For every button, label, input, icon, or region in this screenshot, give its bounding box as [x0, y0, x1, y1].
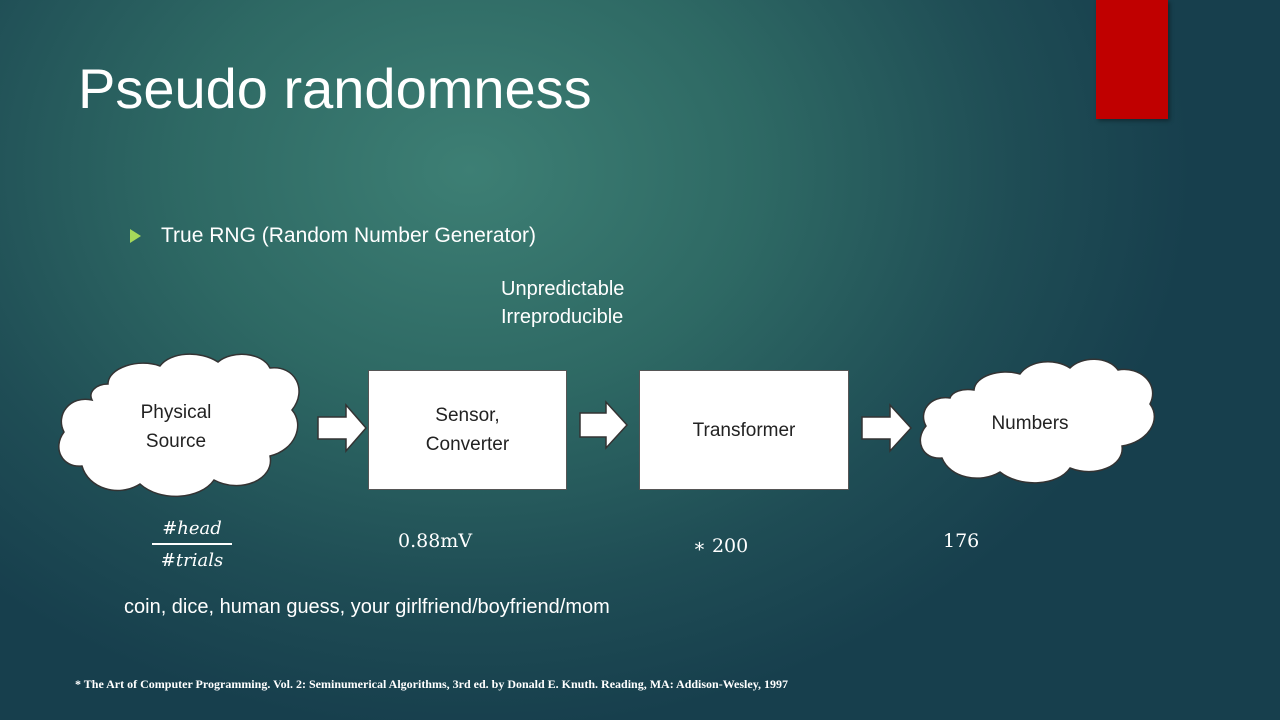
- transformer-box: Transformer: [639, 370, 849, 490]
- numbers-cloud-icon: [919, 358, 1156, 484]
- fraction-numerator: #head: [162, 518, 222, 539]
- property-irreproducible: Irreproducible: [501, 306, 624, 328]
- sensor-label-line1: Sensor,: [435, 405, 500, 426]
- reference-footnote: * The Art of Computer Programming. Vol. …: [75, 677, 789, 691]
- rng-properties: Unpredictable Irreproducible: [501, 275, 624, 331]
- fraction-denominator: #trials: [160, 549, 224, 571]
- fraction-bar: [152, 543, 232, 545]
- voltage-value: 0.88mV: [398, 530, 473, 552]
- slide-title: Pseudo randomness: [78, 57, 592, 120]
- property-unpredictable: Unpredictable: [501, 278, 625, 300]
- source-label-line1: Physical: [140, 402, 212, 423]
- result-value: 176: [943, 530, 980, 552]
- numbers-label-text: Numbers: [991, 413, 1069, 434]
- source-examples: coin, dice, human guess, your girlfriend…: [124, 596, 610, 618]
- source-label: Physical Source: [118, 398, 234, 456]
- source-label-line2: Source: [145, 431, 207, 452]
- head-trials-fraction: #head #trials: [152, 518, 232, 571]
- bullet-item: True RNG (Random Number Generator): [130, 224, 536, 248]
- arrow-transformer-to-numbers-icon: [861, 403, 913, 453]
- sensor-label-line2: Converter: [425, 434, 510, 455]
- sensor-converter-box: Sensor, Converter: [368, 370, 567, 490]
- corner-accent-bar: [1096, 0, 1168, 119]
- numbers-label: Numbers: [970, 409, 1090, 438]
- arrow-sensor-to-transformer-icon: [579, 400, 629, 450]
- multiplier-value: ∗ 200: [693, 535, 749, 557]
- bullet-text: True RNG (Random Number Generator): [161, 224, 537, 247]
- arrow-source-to-sensor-icon: [317, 402, 367, 454]
- transformer-label: Transformer: [692, 419, 796, 441]
- source-cloud-icon: [58, 353, 300, 497]
- triangle-bullet-icon: [130, 229, 141, 243]
